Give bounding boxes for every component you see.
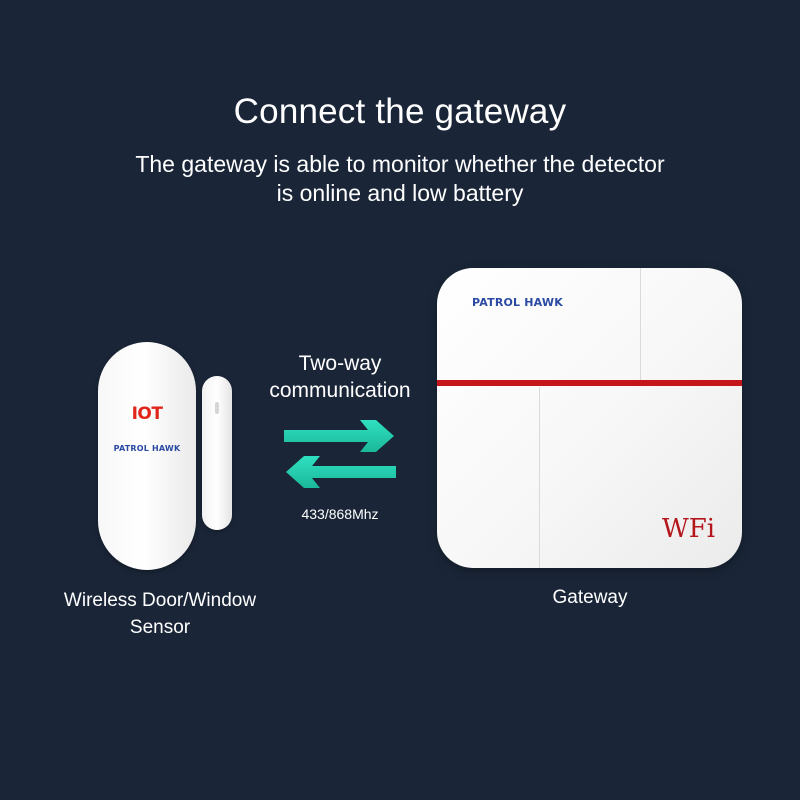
communication-label-line-1: Two-way — [298, 352, 382, 375]
frequency-label: 433/868Mhz — [301, 506, 379, 522]
door-window-sensor-image — [98, 342, 196, 570]
gateway-seam-bottom — [539, 387, 540, 568]
gateway-caption: Gateway — [552, 587, 628, 608]
subtitle-line-1: The gateway is able to monitor whether t… — [135, 151, 665, 177]
page-title: Connect the gateway — [233, 92, 567, 131]
gateway-seam-top — [640, 268, 641, 380]
gateway-image — [437, 268, 742, 568]
two-way-arrows-icon — [284, 420, 396, 488]
gateway-brand-logo: PATROL HAWK — [472, 296, 563, 309]
iot-logo: IOT — [131, 404, 163, 424]
page-subtitle: The gateway is able to monitor whether t… — [60, 150, 740, 208]
subtitle-line-2: is online and low battery — [276, 180, 524, 206]
right-arrow-icon — [284, 420, 394, 452]
sensor-magnet-image — [202, 376, 232, 530]
left-arrow-icon — [286, 456, 396, 488]
wifi-logo: WFi — [662, 514, 716, 544]
magnet-mark — [215, 402, 219, 414]
sensor-brand-logo: PATROL HAWK — [113, 444, 181, 453]
communication-label: Two-way communication — [250, 350, 430, 404]
sensor-caption: Wireless Door/Window Sensor — [30, 587, 290, 641]
communication-label-line-2: communication — [269, 379, 411, 402]
sensor-caption-line-1: Wireless Door/Window — [63, 590, 257, 611]
sensor-caption-line-2: Sensor — [129, 617, 191, 638]
gateway-red-stripe — [437, 380, 742, 386]
